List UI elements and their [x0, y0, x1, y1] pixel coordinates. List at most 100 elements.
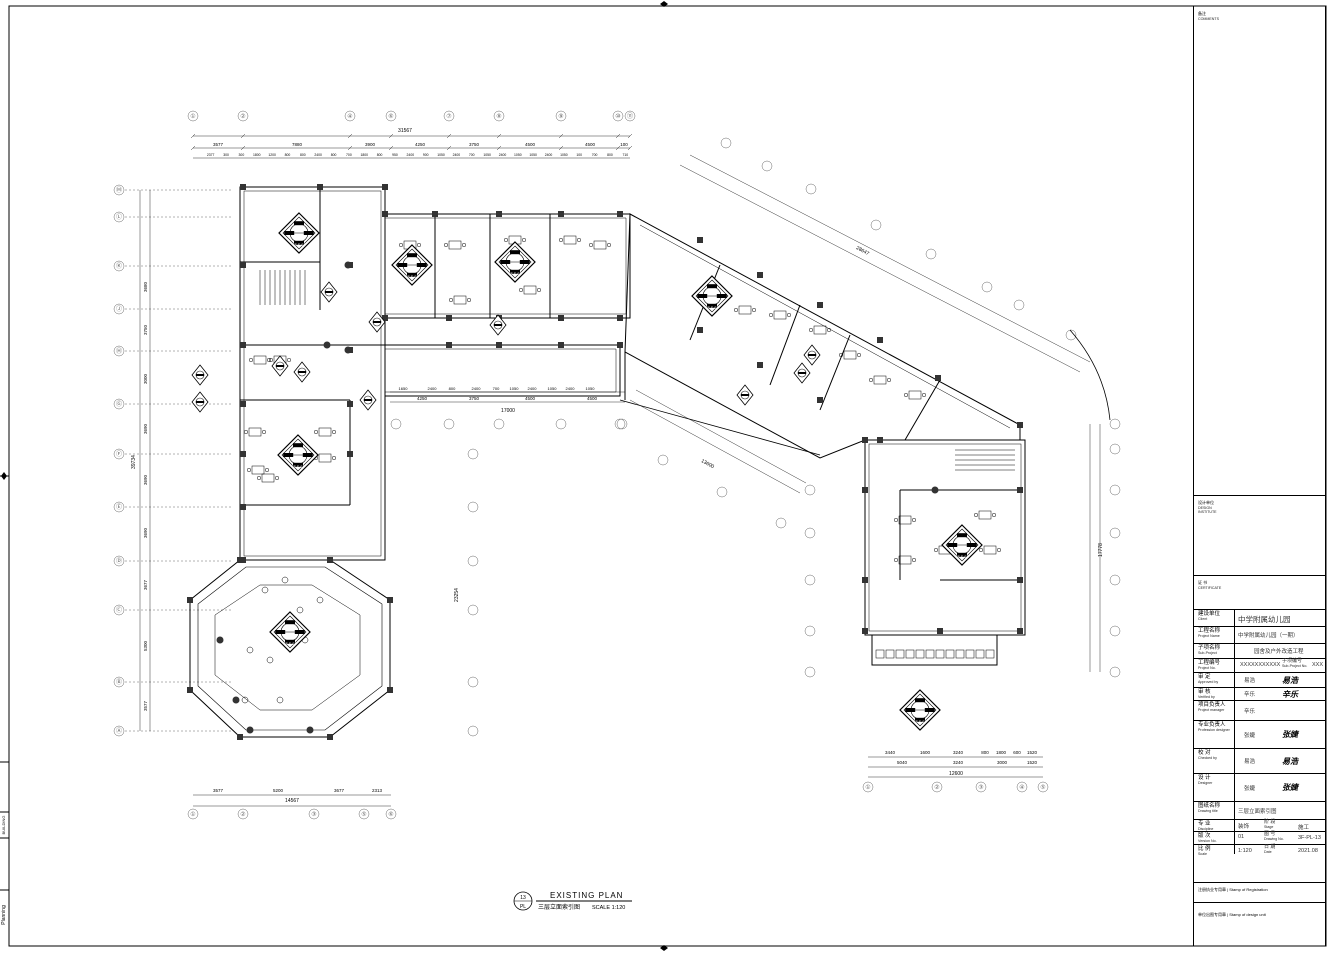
- dim-mid-value: 2400: [472, 386, 482, 391]
- grid-label-top: ⑪: [627, 112, 633, 120]
- structural-column: [187, 687, 193, 693]
- structural-column: [240, 184, 246, 190]
- dim-mid-total: 17000: [501, 408, 515, 414]
- dim-left-value: 3750: [143, 324, 148, 335]
- grid-bubble-right-block: [804, 625, 816, 637]
- structural-column: [617, 211, 623, 217]
- elevation-index-marker[interactable]: [494, 241, 536, 283]
- grid-bubble-top: [555, 110, 567, 122]
- elevation-index-marker[interactable]: [269, 611, 311, 653]
- structural-column: [697, 237, 703, 243]
- chair: [751, 307, 757, 313]
- grid-label-top: ⑧: [496, 113, 501, 120]
- title-row-value: 中学附属幼儿园: [1238, 615, 1291, 624]
- dim-top-detail: 800: [331, 153, 337, 157]
- grid-bubble-mid: [493, 418, 505, 430]
- structural-column: [1017, 628, 1023, 634]
- chair: [243, 429, 249, 435]
- dim-br-value2: 5040: [897, 760, 908, 765]
- chair: [893, 557, 899, 563]
- structural-column: [382, 211, 388, 217]
- chair: [248, 357, 254, 363]
- elevation-index-marker[interactable]: [277, 434, 319, 476]
- elevation-index-marker[interactable]: [691, 275, 733, 317]
- elevation-index-marker[interactable]: [278, 212, 320, 254]
- elevation-code: 3F-E-01: [509, 272, 522, 276]
- grid-bubble-left: [113, 448, 125, 460]
- chair: [991, 512, 997, 518]
- dim-mid-value: 2400: [428, 386, 438, 391]
- dim-br-value: 800: [981, 750, 989, 755]
- signature: 辛乐: [1282, 688, 1298, 699]
- grid-bubble-far-right: [1109, 527, 1121, 539]
- grid-bubble-mid: [555, 418, 567, 430]
- chair: [911, 557, 917, 563]
- section-marker[interactable]: [359, 389, 377, 411]
- chair: [261, 429, 267, 435]
- dim-br-value2: 3000: [997, 760, 1008, 765]
- cubby: [935, 649, 945, 659]
- dim-br-value: 600: [1013, 750, 1021, 755]
- dim-top-value: 4500: [585, 142, 596, 147]
- elevation-code: 3F-E-01: [956, 555, 969, 559]
- elevation-code: 3F-E-01: [284, 642, 297, 646]
- structural-column: [862, 487, 868, 493]
- dim-mid-value: 2400: [566, 386, 576, 391]
- chair: [268, 357, 274, 363]
- dim-top-detail: 2377: [207, 153, 215, 157]
- grid-bubble-right-block: [804, 484, 816, 496]
- dim-br-value: 1600: [920, 750, 931, 755]
- structural-column: [240, 262, 246, 268]
- section-marker[interactable]: [368, 311, 386, 333]
- grid-bubble-diagonal-lower: [657, 454, 669, 466]
- grid-label-left: Ⓛ: [116, 213, 122, 221]
- grid-label-left: Ⓒ: [116, 606, 122, 614]
- cubby: [895, 649, 905, 659]
- grid-bubble-left: [113, 676, 125, 688]
- dim-top-value: 3900: [365, 142, 376, 147]
- elevation-index-marker[interactable]: [941, 524, 983, 566]
- section-marker[interactable]: [293, 361, 311, 383]
- dim-br-value: 1520: [1027, 750, 1038, 755]
- chair: [838, 352, 844, 358]
- chair: [536, 287, 542, 293]
- dim-mid-value: 1050: [510, 386, 520, 391]
- dim-top-detail: 800: [377, 153, 383, 157]
- table: [253, 355, 267, 365]
- table: [983, 545, 997, 555]
- section-marker[interactable]: [191, 364, 209, 386]
- table: [261, 473, 275, 483]
- elevation-index-marker[interactable]: [391, 244, 433, 286]
- chair: [416, 242, 422, 248]
- grid-label-bottom-right: ⑤: [1040, 784, 1045, 791]
- section-marker[interactable]: [191, 391, 209, 413]
- grid-bubble-far-right: [1109, 625, 1121, 637]
- section-marker[interactable]: [803, 344, 821, 366]
- section-marker[interactable]: [320, 281, 338, 303]
- structural-column: [317, 184, 323, 190]
- section-marker[interactable]: [271, 355, 289, 377]
- grid-label-left: Ⓐ: [116, 727, 122, 735]
- elevation-index-marker[interactable]: [899, 689, 941, 731]
- structural-column: [757, 272, 763, 278]
- grid-bubble-right-block: [804, 574, 816, 586]
- table: [813, 325, 827, 335]
- section-marker[interactable]: [489, 314, 507, 336]
- title-row-value: 易浩: [1244, 678, 1256, 684]
- chair: [264, 467, 270, 473]
- section-marker[interactable]: [736, 384, 754, 406]
- dim-bottom-value: 5200: [273, 788, 284, 793]
- dim-top-detail: 2400: [499, 153, 507, 157]
- section-marker[interactable]: [793, 362, 811, 384]
- chair: [331, 455, 337, 461]
- round-column: [931, 486, 939, 494]
